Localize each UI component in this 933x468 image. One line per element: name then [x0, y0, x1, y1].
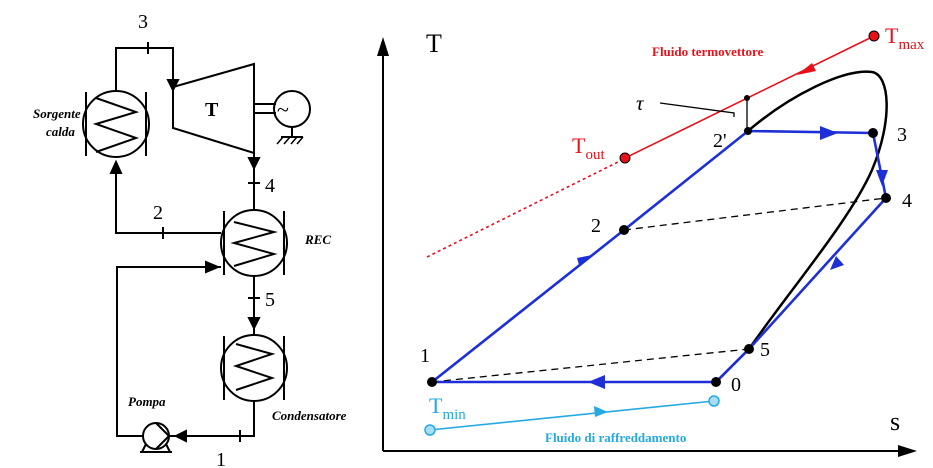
- tout-label: Tout: [572, 133, 605, 163]
- ts-point-0: 0: [731, 374, 741, 396]
- tmin-label: Tmin: [429, 393, 466, 423]
- saturation-dome: [715, 70, 888, 383]
- scheme-point-1: 1: [216, 449, 226, 468]
- x-axis-label: s: [890, 407, 900, 436]
- ts-labels: T s Fluido termovettore Fluido di raffre…: [420, 23, 925, 445]
- condenser-label: Condensatore: [272, 408, 347, 423]
- ts-point-4: 4: [902, 190, 912, 212]
- heater-label-1: Sorgente: [33, 106, 81, 121]
- pump-label: Pompa: [128, 394, 166, 409]
- ts-cycle: [431, 129, 888, 384]
- ts-point-3: 3: [897, 124, 907, 146]
- cycle-arrows: [577, 126, 888, 389]
- scheme-point-4: 4: [265, 175, 275, 197]
- line-2: [115, 163, 221, 234]
- condenser: [220, 334, 288, 402]
- heater-exchanger: [82, 90, 150, 158]
- hot-fluid-label: Fluido termovettore: [652, 44, 764, 59]
- cold-fluid-line: [429, 400, 715, 431]
- tmax-label: Tmax: [885, 23, 925, 53]
- generator-symbol: ~: [277, 97, 289, 122]
- rec-exchanger: [220, 209, 288, 277]
- turbine-label: T: [205, 99, 219, 121]
- ts-point-5: 5: [760, 339, 770, 361]
- state-points: [427, 127, 891, 387]
- scheme-point-5: 5: [265, 289, 275, 311]
- recuperator-line-cold: [431, 348, 750, 383]
- y-axis-label: T: [426, 29, 442, 58]
- tau-label: τ: [636, 91, 645, 115]
- recuperator-line-hot: [623, 197, 887, 231]
- hot-fluid-arrow: [797, 63, 816, 75]
- pump: [140, 422, 172, 453]
- hot-fluid-extension: [426, 160, 621, 258]
- tau-leader: [659, 102, 735, 117]
- ts-point-1: 1: [420, 345, 430, 367]
- scheme-point-3: 3: [138, 11, 148, 33]
- heater-label-2: calda: [46, 124, 75, 139]
- rec-label: REC: [304, 232, 331, 247]
- line-pump-rec: [116, 266, 221, 437]
- scheme-point-2: 2: [153, 202, 163, 224]
- plant-scheme: [82, 42, 311, 453]
- ts-point-2prime: 2': [713, 130, 727, 152]
- line-1: [170, 401, 255, 437]
- cold-fluid-arrow: [594, 406, 608, 417]
- line-3: [115, 47, 174, 91]
- scheme-labels: Sorgente calda T ~ REC Condensatore Pomp…: [33, 11, 347, 468]
- ts-diagram: [377, 30, 917, 457]
- ts-point-2: 2: [591, 215, 601, 237]
- cold-fluid-label: Fluido di raffreddamento: [545, 430, 686, 445]
